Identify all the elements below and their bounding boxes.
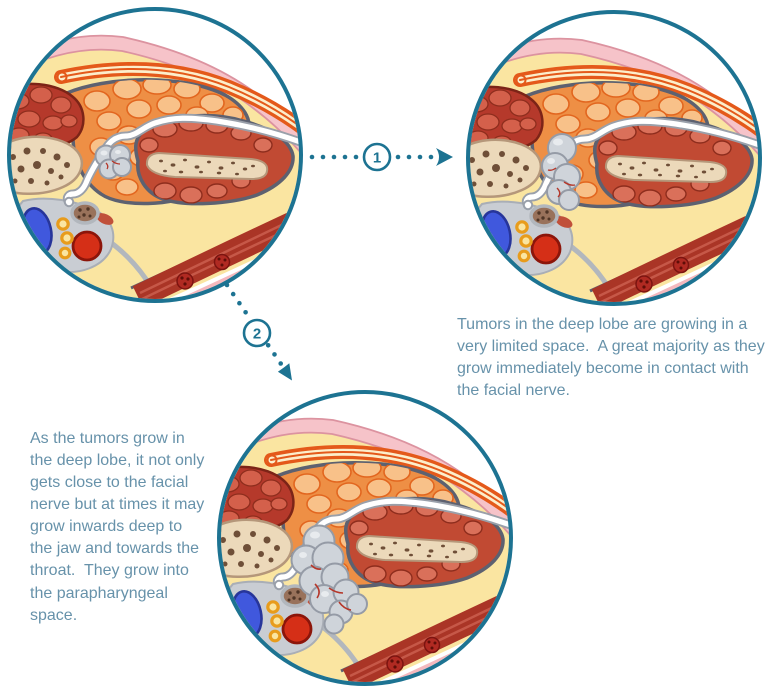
caption-nerve-contact: Tumors in the deep lobe are growing in a… [457,316,765,400]
scene-border [466,10,762,306]
step-1-badge [362,142,392,172]
step-2-label: 2 [253,326,261,343]
scene-border [217,390,513,686]
caption-parapharyngeal: As the tumors grow in the deep lobe, it … [30,430,209,624]
step-1-label: 1 [373,150,381,167]
illustration-stage-parapharyngeal [217,390,513,686]
step-2-arrow: 2 [224,282,292,381]
illustration-stage-initial [7,7,303,303]
scene-border [7,7,303,303]
step-1-arrow: 1 [309,142,453,172]
arrowhead-icon [277,363,292,381]
arrowhead-icon [436,148,453,166]
step-2-badge [242,318,272,348]
illustration-stage-nerve-contact [466,10,762,306]
